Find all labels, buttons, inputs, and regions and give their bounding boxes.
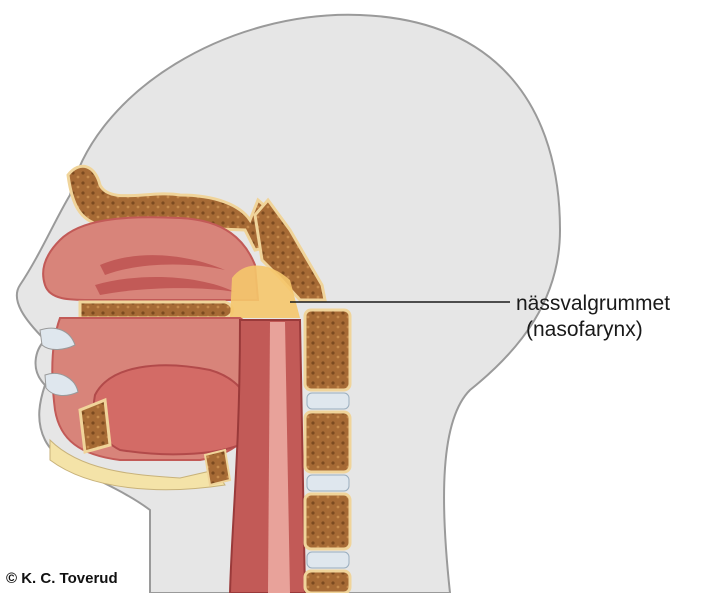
lower-jaw-bone <box>80 400 110 452</box>
larynx-cartilage <box>205 450 230 485</box>
nasopharynx-label: nässvalgrummet <box>516 292 670 316</box>
copyright-credit: © K. C. Toverud <box>6 570 118 587</box>
pharynx <box>230 320 305 593</box>
tongue <box>94 365 253 454</box>
nasopharynx-latin-label: (nasofarynx) <box>526 318 643 342</box>
hard-palate <box>80 302 233 318</box>
